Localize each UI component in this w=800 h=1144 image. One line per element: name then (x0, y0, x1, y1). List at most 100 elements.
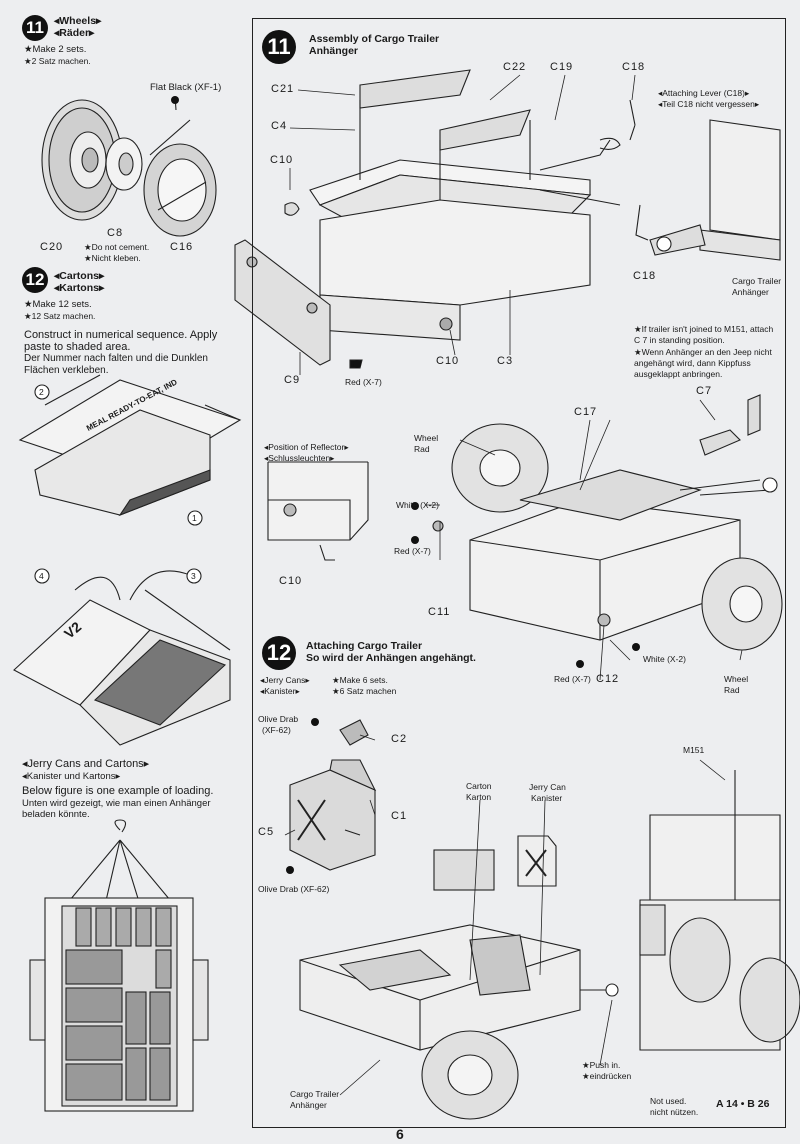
cartons-title-de: ◂Kartons▸ (54, 282, 105, 294)
m151-label: M151 (683, 745, 705, 755)
cartons-instr-de-2: Flächen verkleben. (24, 365, 109, 376)
page-number: 6 (396, 1126, 404, 1142)
reflector-detail-drawing (267, 461, 369, 561)
part-c19-label: C19 (550, 61, 574, 73)
if-trailer-de-1: ★Wenn Anhänger an den Jeep nicht (634, 347, 772, 357)
part-c7-label: C7 (696, 385, 713, 397)
step-11-wheels-badge: 11 (22, 15, 48, 41)
jerry-cans-de: ◂Kanister▸ (260, 686, 300, 696)
part-c21-label: C21 (271, 83, 295, 95)
part-c17-label: C17 (574, 406, 598, 418)
part-c2-label: C2 (391, 733, 408, 745)
wheels-note-de: ★2 Satz machen. (24, 56, 91, 66)
wheels-title-de: ◂Räder▸ (54, 27, 95, 39)
part-c10-label-2: C10 (436, 355, 460, 367)
not-used-en: Not used. (650, 1096, 687, 1106)
attaching-title-en: Attaching Cargo Trailer (306, 640, 423, 652)
assembly-title-de: Anhänger (309, 45, 359, 57)
loading-title-en: ◂Jerry Cans and Cartons▸ (22, 758, 150, 770)
attaching-title-de: So wird der Anhängen angehängt. (306, 652, 476, 664)
part-c10-label-1: C10 (270, 154, 294, 166)
part-c8-label: C8 (107, 227, 124, 239)
reflector-de: ◂Schlussleuchten▸ (264, 453, 335, 463)
wheel-label-en-1: Wheel (414, 433, 439, 443)
red-x7-label-1: Red (X-7) (345, 377, 382, 387)
attach-lever-de: ◂Teil C18 nicht vergessen▸ (658, 99, 760, 109)
flat-black-paint-label: Flat Black (XF-1) (150, 82, 222, 93)
white-x2-label-1: White (X-2) (396, 500, 439, 510)
part-c3-label: C3 (497, 355, 514, 367)
olive-drab-label-2: Olive Drab (XF-62) (258, 884, 330, 894)
cartons-note-de: ★12 Satz machen. (24, 311, 96, 321)
wheel-exploded-drawing (41, 95, 217, 237)
wheels-title-en: ◂Wheels▸ (54, 15, 102, 27)
part-c12-label: C12 (596, 673, 620, 685)
carton-fold-drawing-2 (13, 568, 231, 746)
jerry-cans-en: ◂Jerry Cans▸ (260, 675, 310, 685)
push-in-en: ★Push in. (582, 1060, 621, 1070)
loading-desc-en: Below figure is one example of loading. (22, 785, 214, 797)
cartons-title-en: ◂Cartons▸ (54, 270, 105, 282)
loading-desc-de-2: beladen könnte. (22, 809, 90, 820)
fold-step-1: 1 (192, 513, 197, 523)
fold-step-3: 3 (191, 571, 196, 581)
red-x7-label-3: Red (X-7) (554, 674, 591, 684)
push-in-de: ★eindrücken (582, 1071, 632, 1081)
olive-drab-label-1: Olive Drab (258, 714, 299, 724)
trailer-bed-exploded-drawing (234, 69, 636, 369)
if-trailer-de-2: angehängt wird, dann Kippfuss (634, 358, 751, 368)
do-not-cement-en: ★Do not cement. (84, 242, 150, 252)
wheel-label-de-1: Rad (414, 444, 430, 454)
cartons-note-en: ★Make 12 sets. (24, 299, 92, 310)
trailer-assembled-drawing (432, 394, 783, 651)
part-c20-label: C20 (40, 241, 64, 253)
fold-step-4: 4 (39, 571, 44, 581)
part-c16-label: C16 (170, 241, 194, 253)
if-trailer-de-3: ausgeklappt anbringen. (634, 369, 723, 379)
step-12-attaching-badge: 12 (262, 636, 296, 670)
part-c5-label: C5 (258, 826, 275, 838)
carton-label-de: Karton (466, 792, 492, 802)
main-frame (252, 18, 786, 1128)
olive-drab-code-1: (XF-62) (262, 725, 291, 735)
part-c1-label: C1 (391, 810, 408, 822)
carton-label-en: Carton (466, 781, 492, 791)
wheel-label-de-2: Rad (724, 685, 740, 695)
jerry-can-label-en: Jerry Can (529, 782, 566, 792)
jerry-can-exploded-drawing (289, 719, 377, 871)
parts-code: A 14 • B 26 (716, 1098, 770, 1110)
white-x2-label-2: White (X-2) (643, 654, 686, 664)
loading-title-de: ◂Kanister und Kartons▸ (22, 771, 121, 782)
part-c4-label: C4 (271, 120, 288, 132)
make-6-sets-de: ★6 Satz machen (332, 686, 397, 696)
wheels-note-en: ★Make 2 sets. (24, 44, 87, 55)
loading-plan-drawing (29, 819, 209, 1112)
make-6-sets-en: ★Make 6 sets. (332, 675, 388, 685)
red-x7-label-2: Red (X-7) (394, 546, 431, 556)
fold-step-2: 2 (39, 387, 44, 397)
cargo-trailer-de: Anhänger (290, 1100, 327, 1110)
not-used-de: nicht nützen. (650, 1107, 699, 1117)
step-11-assembly-badge: 11 (262, 30, 296, 64)
jerry-can-label-de: Kanister (531, 793, 563, 803)
trailer-hitch-drawing (299, 770, 800, 1120)
step-12-cartons-badge: 12 (22, 267, 48, 293)
part-c11-label: C11 (428, 606, 451, 618)
do-not-cement-de: ★Nicht kleben. (84, 253, 141, 263)
detail-trailer-de: Anhänger (732, 287, 769, 297)
leader-lines (284, 74, 743, 1096)
part-c9-label: C9 (284, 374, 301, 386)
cartons-instr-en-1: Construct in numerical sequence. Apply (24, 329, 218, 341)
cargo-trailer-en: Cargo Trailer (290, 1089, 340, 1099)
cartons-instr-de-1: Der Nummer nach falten und die Dunklen (24, 353, 208, 364)
cartons-instr-en-2: paste to shaded area. (24, 341, 131, 353)
reflector-en: ◂Position of Reflector▸ (264, 442, 349, 452)
part-c18-label-1: C18 (622, 61, 646, 73)
assembly-title-en: Assembly of Cargo Trailer (309, 33, 440, 45)
loading-desc-de-1: Unten wird gezeigt, wie man einen Anhäng… (22, 798, 211, 809)
if-trailer-en-1: ★If trailer isn't joined to M151, attach (634, 324, 774, 334)
part-c18-label-2: C18 (633, 270, 657, 282)
carton-fold-drawing-1 (18, 374, 242, 526)
detail-trailer-en: Cargo Trailer (732, 276, 782, 286)
